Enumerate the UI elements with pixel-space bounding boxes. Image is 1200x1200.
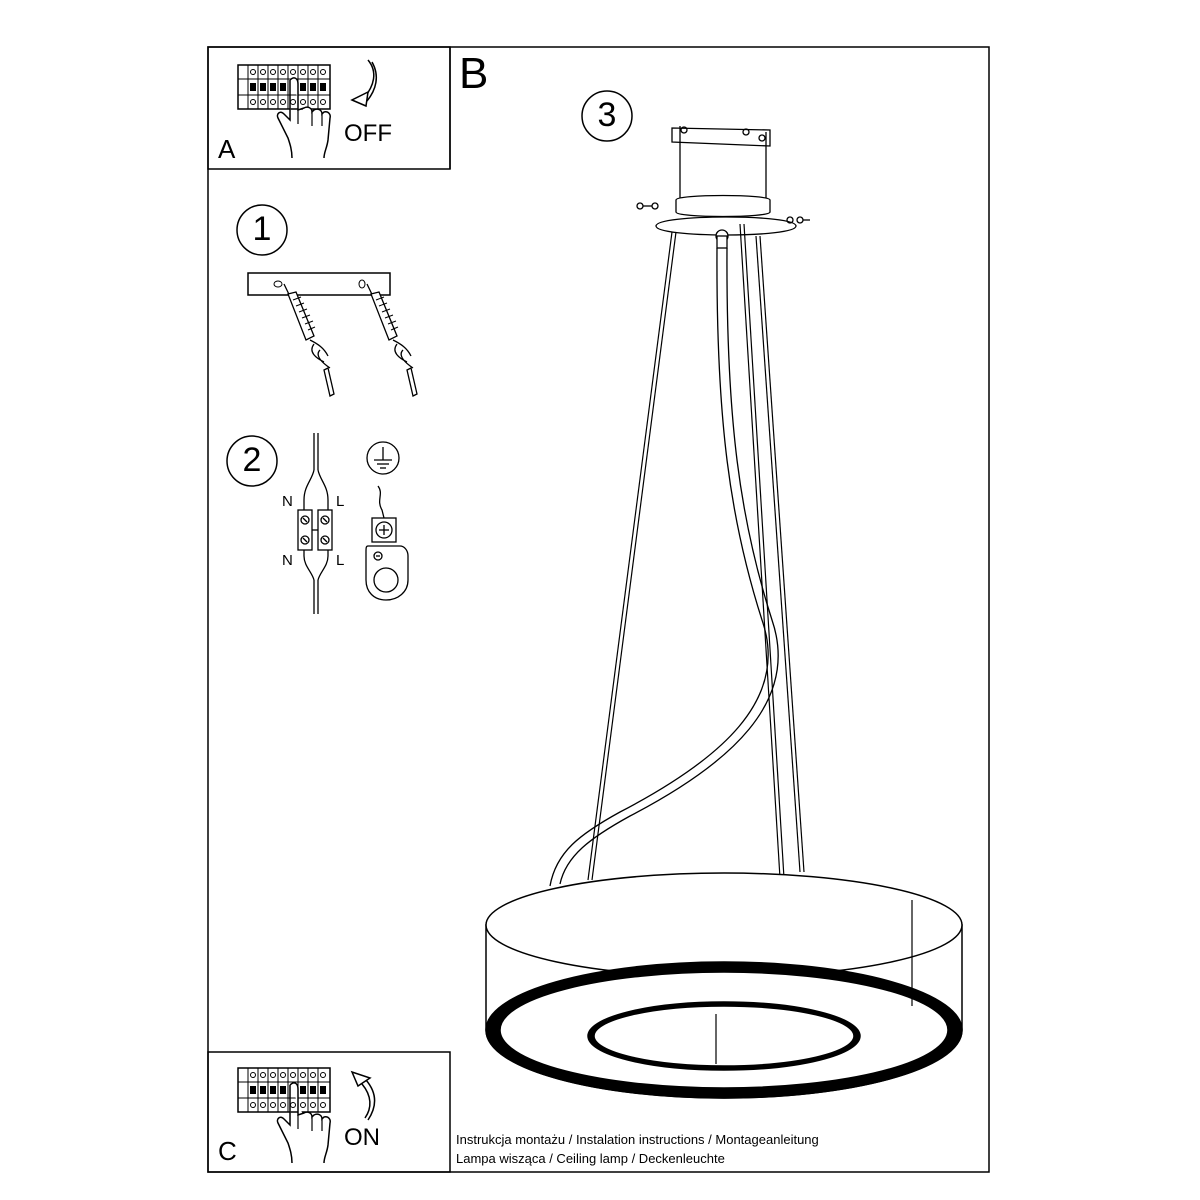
- panel-b-label: B: [459, 49, 489, 98]
- outer-frame: [207, 46, 990, 1173]
- mounting-plate: [247, 272, 391, 296]
- step-3-number: 3: [597, 96, 617, 134]
- lamp-shade: [485, 872, 963, 1099]
- ceiling-bracket: [671, 126, 771, 200]
- ceiling-canopy: [655, 194, 797, 249]
- footer-line-2: Lampa wisząca / Ceiling lamp / Deckenleu…: [456, 1151, 725, 1166]
- power-cord: [549, 247, 779, 887]
- suspension-cables: [587, 223, 805, 881]
- panel-c-border: [207, 1051, 451, 1173]
- arrow-down-icon: [350, 59, 378, 108]
- wall-plug-icon: [283, 283, 418, 397]
- step-2-number: 2: [242, 441, 262, 479]
- step-3-circle: [581, 90, 633, 142]
- on-label: ON: [344, 1124, 380, 1151]
- step-1-circle: [236, 204, 288, 256]
- panel-c-label: C: [218, 1136, 237, 1166]
- step-1-number: 1: [252, 210, 272, 248]
- screw-icon: [636, 202, 810, 224]
- neutral-bottom-label: N: [282, 552, 293, 569]
- panel-a-breaker: [237, 64, 331, 110]
- neutral-top-label: N: [282, 493, 293, 510]
- ground-symbol-icon: [366, 441, 400, 475]
- panel-c-breaker: [237, 1067, 331, 1113]
- live-top-label: L: [336, 493, 345, 510]
- screw-icon: [365, 485, 409, 601]
- arrow-up-icon: [350, 1070, 376, 1121]
- off-label: OFF: [344, 120, 392, 147]
- step-2-circle: [226, 435, 278, 487]
- panel-a-label: A: [218, 134, 236, 164]
- footer-line-1: Instrukcja montażu / Instalation instruc…: [456, 1132, 819, 1147]
- terminal-block-icon: [297, 433, 333, 614]
- live-bottom-label: L: [336, 552, 345, 569]
